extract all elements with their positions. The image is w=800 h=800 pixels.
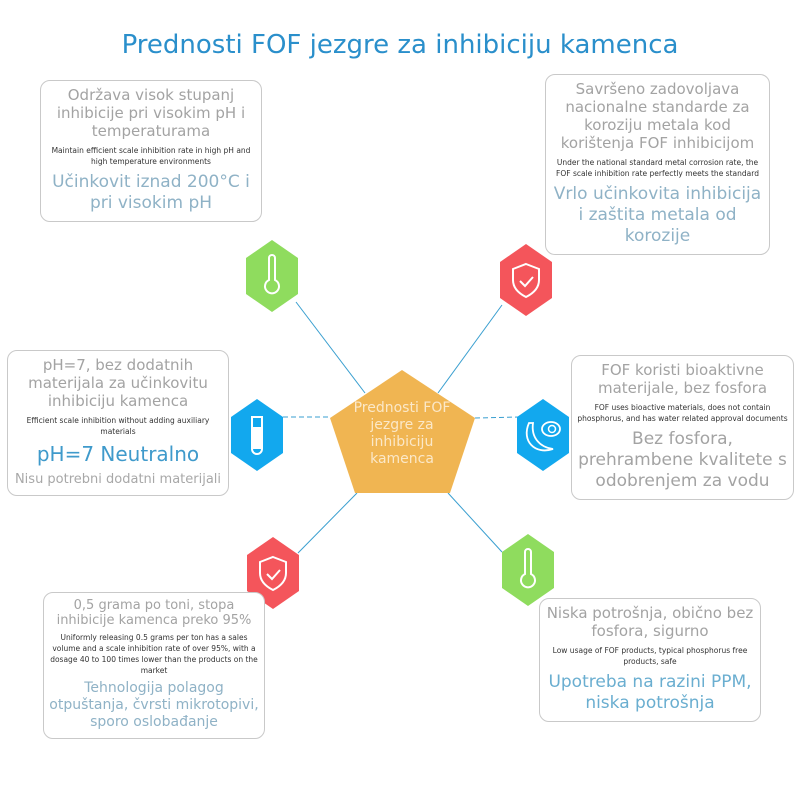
hexagon-badge: [517, 399, 569, 471]
card-main-text: Tehnologija polagog otpuštanja, čvrsti m…: [49, 680, 259, 730]
hexagon-badge: [247, 537, 299, 609]
shield-check-icon: [247, 537, 299, 609]
card-english-text: Efficient scale inhibition without addin…: [26, 416, 210, 436]
connector-line: [474, 416, 519, 419]
card-corrosion-standard: Savršeno zadovoljava nacionalne standard…: [545, 74, 770, 255]
test-tube-icon: [231, 399, 283, 471]
card-slow-release: 0,5 grama po toni, stopa inhibicije kame…: [43, 592, 265, 739]
hexagon-badge: [246, 240, 298, 312]
hexagon-badge: [500, 244, 552, 316]
card-english-text: FOF uses bioactive materials, does not c…: [577, 403, 788, 423]
connector-line: [297, 492, 358, 554]
card-heading: Savršeno zadovoljava nacionalne standard…: [560, 80, 755, 152]
card-main-text: Upotreba na razini PPM, niska potrošnja: [548, 672, 752, 713]
card-english-text: Uniformly releasing 0.5 grams per ton ha…: [50, 633, 258, 675]
card-heading: FOF koristi bioaktivne materijale, bez f…: [597, 361, 768, 397]
card-english-text: Maintain efficient scale inhibition rate…: [51, 146, 251, 166]
center-pentagon: [330, 370, 475, 493]
connector-line: [437, 304, 503, 394]
card-english-text: Under the national standard metal corros…: [556, 158, 759, 178]
card-neutral-ph: pH=7, bez dodatnih materijala za učinkov…: [7, 350, 229, 496]
card-main-text: pH=7 Neutralno: [36, 442, 200, 466]
center-label: Prednosti FOF jezgre za inhibiciju kamen…: [353, 400, 451, 467]
card-high-ph-temp: Održava visok stupanj inhibicije pri vis…: [40, 80, 262, 222]
card-phosphorus-free: FOF koristi bioaktivne materijale, bez f…: [571, 355, 794, 500]
card-sub-text: Nisu potrebni dodatni materijali: [14, 472, 222, 487]
thermometer-icon: [246, 240, 298, 312]
card-heading: Niska potrošnja, obično bez fosfora, sig…: [546, 604, 754, 640]
card-english-text: Low usage of FOF products, typical phosp…: [552, 646, 748, 666]
card-heading: pH=7, bez dodatnih materijala za učinkov…: [28, 356, 208, 410]
card-main-text: Bez fosfora, prehrambene kvalitete s odo…: [578, 429, 787, 491]
card-low-consumption: Niska potrošnja, obično bez fosfora, sig…: [539, 598, 761, 722]
card-main-text: Vrlo učinkovita inhibicija i zaštita met…: [553, 184, 762, 246]
card-heading: Održava visok stupanj inhibicije pri vis…: [56, 86, 246, 140]
connector-line: [295, 301, 366, 394]
hexagon-badge: [502, 534, 554, 606]
connector-line: [447, 492, 503, 553]
thermometer-icon: [502, 534, 554, 606]
page-title: Prednosti FOF jezgre za inhibiciju kamen…: [121, 30, 679, 60]
card-heading: 0,5 grama po toni, stopa inhibicije kame…: [56, 598, 252, 628]
shield-check-icon: [500, 244, 552, 316]
banana-egg-icon: [517, 399, 569, 471]
card-main-text: Učinkovit iznad 200°C i pri visokim pH: [52, 172, 250, 213]
